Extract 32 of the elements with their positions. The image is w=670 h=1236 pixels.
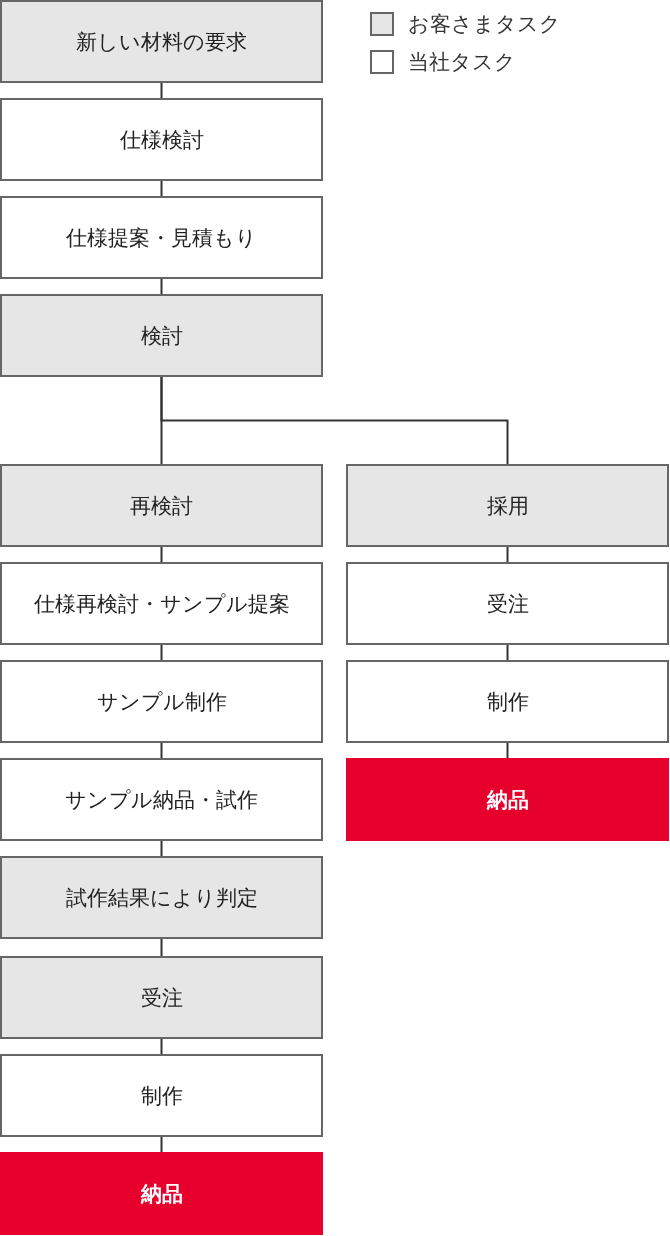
connector-line	[160, 840, 163, 857]
process-box: 新しい材料の要求	[0, 0, 323, 83]
legend-label: 当社タスク	[408, 49, 516, 76]
process-box: 受注	[0, 956, 323, 1039]
process-box: サンプル制作	[0, 660, 323, 743]
process-box: サンプル納品・試作	[0, 758, 323, 841]
connector-line	[506, 546, 509, 563]
process-box: 制作	[0, 1054, 323, 1137]
process-box: 仕様提案・見積もり	[0, 196, 323, 279]
process-box: 制作	[346, 660, 669, 743]
process-box: 仕様検討	[0, 98, 323, 181]
connector-line	[160, 180, 163, 197]
connector-line	[506, 644, 509, 661]
final-box: 納品	[0, 1152, 323, 1235]
process-box: 再検討	[0, 464, 323, 547]
connector-line	[160, 82, 163, 99]
process-box: 検討	[0, 294, 323, 377]
process-box: 仕様再検討・サンプル提案	[0, 562, 323, 645]
process-box: 採用	[346, 464, 669, 547]
process-box: 受注	[346, 562, 669, 645]
connector-line	[506, 742, 509, 759]
connector-line	[160, 376, 509, 465]
connector-line	[160, 1038, 163, 1055]
connector-line	[160, 278, 163, 295]
connector-line	[160, 644, 163, 661]
legend-label: お客さまタスク	[408, 11, 561, 38]
connector-line	[160, 742, 163, 759]
connector-line	[160, 546, 163, 563]
final-box: 納品	[346, 758, 669, 841]
connector-line	[160, 1136, 163, 1153]
process-box: 試作結果により判定	[0, 856, 323, 939]
connector-line	[160, 938, 163, 957]
